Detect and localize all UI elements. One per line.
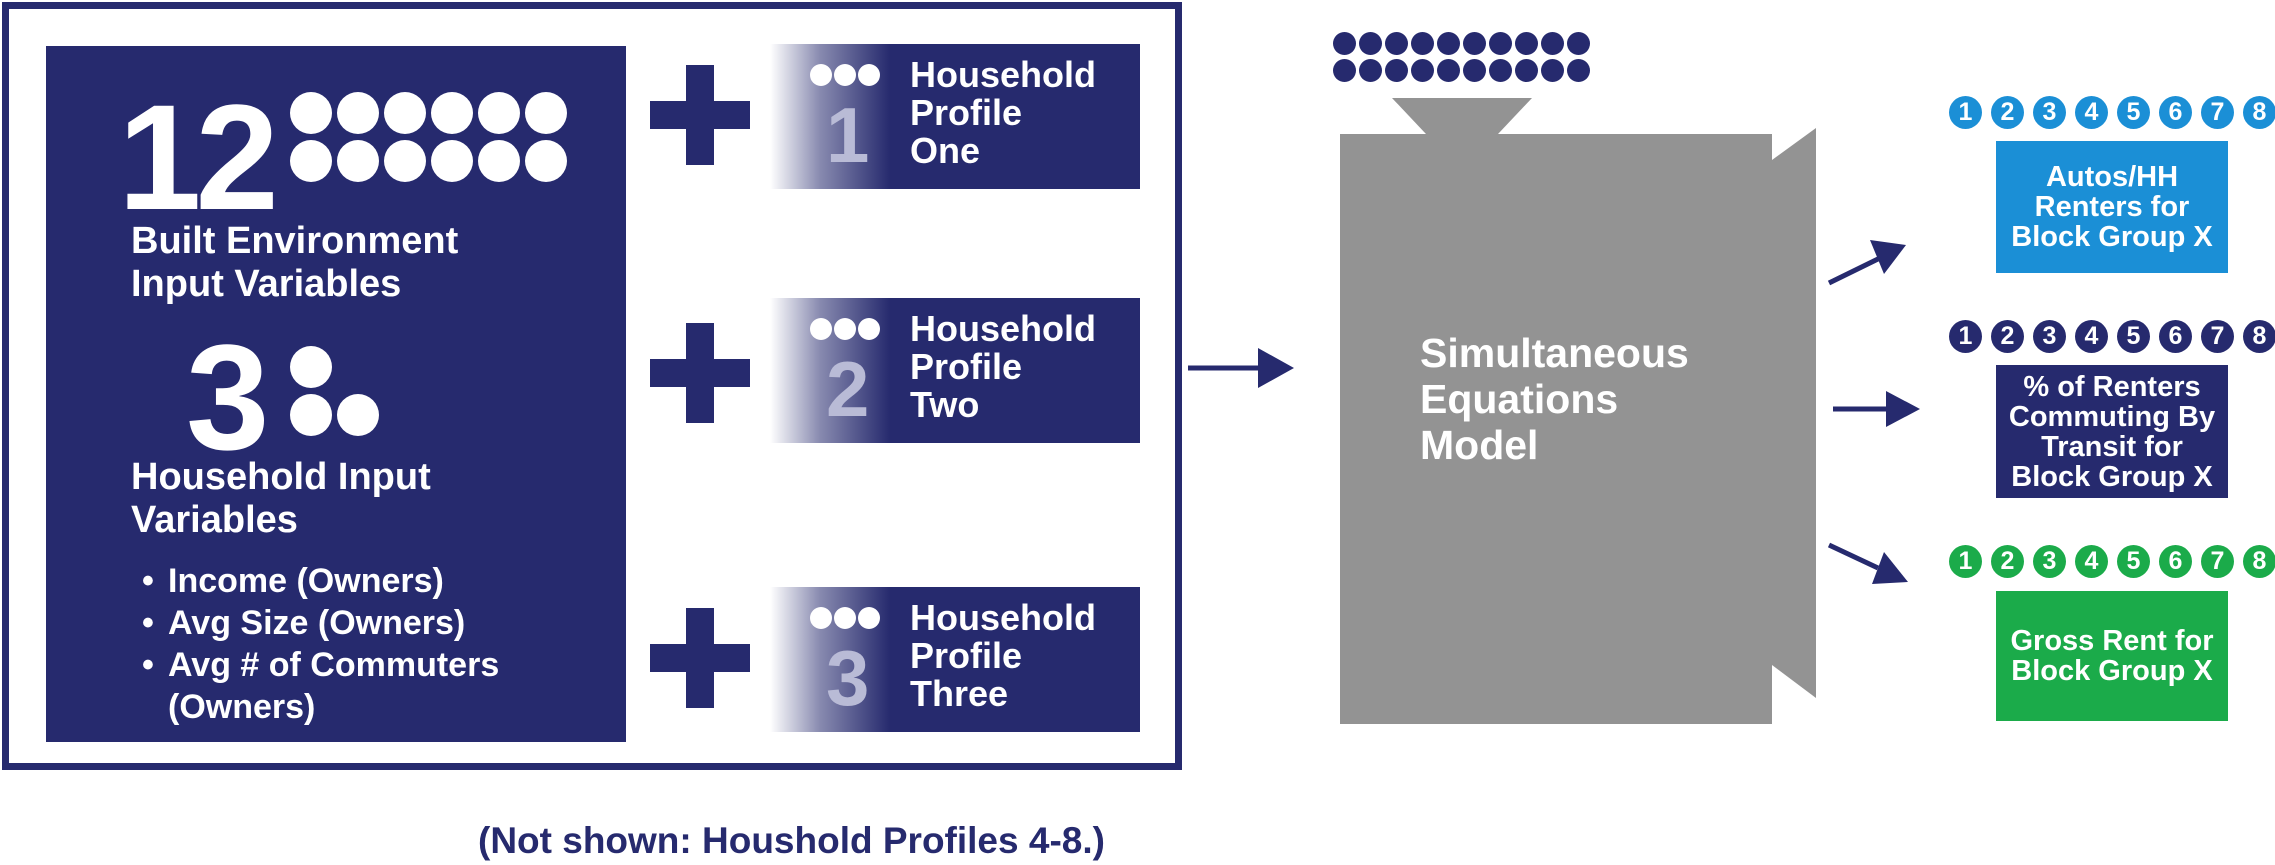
profile-label: Household Profile Two [910,310,1096,424]
profile-label-line: Two [910,384,980,425]
output-box: Autos/HH Renters for Block Group X [1996,141,2228,273]
model-machine [1340,134,1772,724]
output-number-circle: 5 [2117,320,2150,353]
output-number-circle: 2 [1991,96,2024,129]
profile-number: 3 [826,634,870,722]
model-label-line: Model [1420,422,1539,468]
plus-icon [650,65,750,165]
household-variable-item: Income (Owners) [142,560,499,602]
plus-icon [650,323,750,423]
profile-label-line: One [910,130,981,171]
household-profile-box: 1 Household Profile One [770,44,1140,189]
household-label-line: Household Input [131,456,431,498]
profile-label-line: Household [910,308,1096,349]
inputs-frame [2,2,1182,770]
arrow-to-output-icon [1827,240,1906,286]
output-number-circle: 5 [2117,545,2150,578]
output-number-circle: 4 [2075,96,2108,129]
output-box: % of Renters Commuting By Transit for Bl… [1996,365,2228,498]
output-number-circle: 7 [2201,545,2234,578]
output-number-row: 1 2 3 4 5 6 7 8 [1949,545,2275,583]
output-number-circle: 1 [1949,96,1982,129]
output-number-circle: 4 [2075,320,2108,353]
output-number-circle: 3 [2033,96,2066,129]
built-env-label: Built Environment Input Variables [131,220,458,306]
arrow-to-model-icon [1188,348,1294,388]
output-number-circle: 6 [2159,96,2192,129]
household-count: 3 [186,313,269,481]
household-variable-item: Avg # of Commuters [142,644,499,686]
output-number-row: 1 2 3 4 5 6 7 8 [1949,320,2275,358]
household-variable-list: Income (Owners) Avg Size (Owners) Avg # … [142,560,499,728]
output-number-row: 1 2 3 4 5 6 7 8 [1949,96,2275,134]
profile-label-line: Profile [910,92,1023,133]
output-number-circle: 3 [2033,320,2066,353]
model-label: Simultaneous Equations Model [1420,330,1689,468]
profile-label-line: Household [910,54,1096,95]
footnote: (Not shown: Houshold Profiles 4-8.) [478,820,1105,861]
household-dot-group [290,346,390,446]
household-label-line: Variables [131,499,298,541]
arrow-to-output-icon [1827,542,1908,584]
output-number-circle: 7 [2201,320,2234,353]
household-variable-item: (Owners) [168,688,316,726]
machine-hopper-icon [1392,98,1532,134]
output-number-circle: 4 [2075,545,2108,578]
profile-number: 2 [826,345,870,433]
built-env-label-line: Built Environment [131,220,459,262]
arrow-to-output-icon [1833,391,1920,427]
output-number-circle: 5 [2117,96,2150,129]
output-number-circle: 3 [2033,545,2066,578]
output-number-circle: 1 [1949,545,1982,578]
machine-input-dots [1333,32,1593,88]
built-env-count: 12 [118,73,279,241]
machine-spout-icon [1772,128,1816,698]
profile-label-line: Household [910,597,1096,638]
output-number-circle: 1 [1949,320,1982,353]
output-number-circle: 2 [1991,545,2024,578]
output-number-circle: 6 [2159,320,2192,353]
profile-label: Household Profile Three [910,599,1096,713]
model-label-line: Equations [1420,376,1619,422]
household-profile-box: 3 Household Profile Three [770,587,1140,732]
household-profile-box: 2 Household Profile Two [770,298,1140,443]
model-label-line: Simultaneous [1420,330,1689,376]
output-number-circle: 8 [2243,545,2275,578]
profile-label-line: Three [910,673,1009,714]
output-number-circle: 8 [2243,96,2275,129]
household-variable-item: Avg Size (Owners) [142,602,499,644]
profile-label: Household Profile One [910,56,1096,170]
plus-icon [650,608,750,708]
output-number-circle: 6 [2159,545,2192,578]
output-number-circle: 2 [1991,320,2024,353]
profile-label-line: Profile [910,635,1023,676]
profile-label-line: Profile [910,346,1023,387]
built-env-dot-group [290,92,572,192]
built-env-label-line: Input Variables [131,263,402,305]
output-box: Gross Rent for Block Group X [1996,591,2228,721]
output-number-circle: 7 [2201,96,2234,129]
profile-number: 1 [826,91,870,179]
household-label: Household Input Variables [131,456,431,542]
output-number-circle: 8 [2243,320,2275,353]
